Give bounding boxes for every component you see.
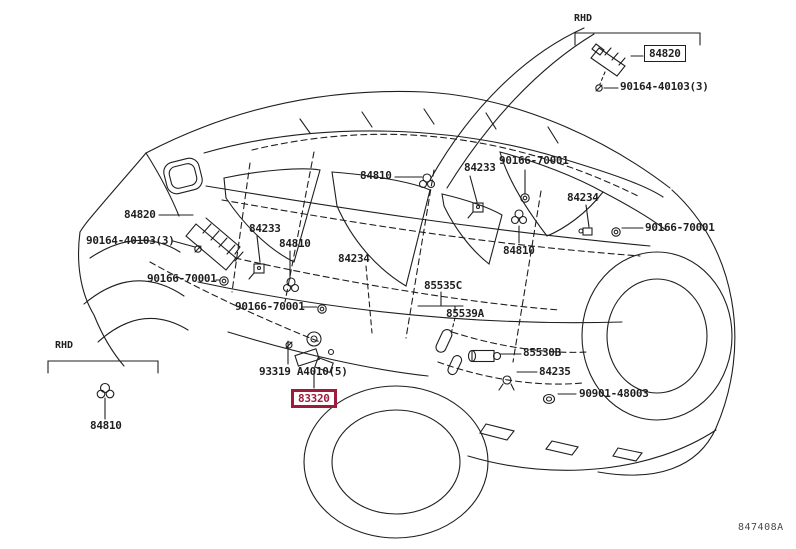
part-label-85530B[interactable]: 85530B xyxy=(523,346,561,359)
screw-90164-glyphs xyxy=(194,84,603,349)
connector-84820-front-door-glyph xyxy=(185,217,244,271)
clip-84234-glyph xyxy=(578,227,593,236)
grommet-90166-glyphs xyxy=(219,193,621,314)
hidden-construction-lines xyxy=(149,151,641,385)
rear-quarter-spare-wheel xyxy=(581,189,736,476)
bracket-rhd-bottom-left xyxy=(47,360,159,374)
part-label-90166-70001-roof[interactable]: 90166-70001 xyxy=(499,154,569,167)
bracket-rhd-top-right xyxy=(574,32,701,46)
harness-routing-curves xyxy=(429,27,595,189)
part-label-90901-48003[interactable]: 90901-48003 xyxy=(579,387,649,400)
part-label-90166-70001-rear-quarter[interactable]: 90166-70001 xyxy=(645,221,715,234)
part-label-90164-40103-front-door[interactable]: 90164-40103(3) xyxy=(86,234,175,247)
grommet-90901-glyph xyxy=(542,393,556,405)
rhd-marker-bottom-left: RHD xyxy=(55,340,74,351)
part-label-85539A[interactable]: 85539A xyxy=(446,307,484,320)
connector-84820-rhd-glyph xyxy=(590,43,626,77)
part-label-84810-bottom-left[interactable]: 84810 xyxy=(90,419,122,432)
side-mirror xyxy=(163,157,203,195)
part-label-93319-A4010[interactable]: 93319 A4010(5) xyxy=(259,365,348,378)
part-label-90166-70001-center-lower[interactable]: 90166-70001 xyxy=(235,300,305,313)
part-label-84233-roof[interactable]: 84233 xyxy=(464,161,496,174)
roof-rack xyxy=(251,108,639,197)
rhd-marker-top-right: RHD xyxy=(574,13,593,24)
retainer-84810-glyphs xyxy=(96,173,528,399)
part-label-84810-center[interactable]: 84810 xyxy=(279,237,311,250)
part-label-84234-rear-quarter[interactable]: 84234 xyxy=(567,191,599,204)
part-glyphs xyxy=(96,43,626,405)
part-label-90166-70001-front-lower[interactable]: 90166-70001 xyxy=(147,272,217,285)
door-windows xyxy=(223,151,604,287)
nozzle-85530B-glyph xyxy=(467,349,502,363)
clip-84235-glyph xyxy=(498,375,515,391)
part-label-83320-highlighted[interactable]: 83320 xyxy=(291,389,337,408)
car-body-outline xyxy=(78,90,671,377)
part-label-85535C[interactable]: 85535C xyxy=(424,279,462,292)
sensor-85539A-glyph xyxy=(435,328,463,376)
rear-bumper xyxy=(467,423,717,471)
part-label-84820-rhd-boxed[interactable]: 84820 xyxy=(644,45,686,62)
part-label-84810-rear-door[interactable]: 84810 xyxy=(503,244,535,257)
figure-code: 847408A xyxy=(738,522,784,533)
part-label-84234-center[interactable]: 84234 xyxy=(338,252,370,265)
leader-lines xyxy=(104,55,644,420)
part-label-84235[interactable]: 84235 xyxy=(539,365,571,378)
part-label-90164-40103-rhd[interactable]: 90164-40103(3) xyxy=(620,80,709,93)
part-label-84810-roof[interactable]: 84810 xyxy=(360,169,392,182)
wheel-arch xyxy=(303,385,489,539)
latch-83320-glyph xyxy=(294,331,335,374)
part-label-84820-front-door[interactable]: 84820 xyxy=(124,208,156,221)
part-label-84233-center[interactable]: 84233 xyxy=(249,222,281,235)
clip-84233-glyphs xyxy=(248,202,484,280)
